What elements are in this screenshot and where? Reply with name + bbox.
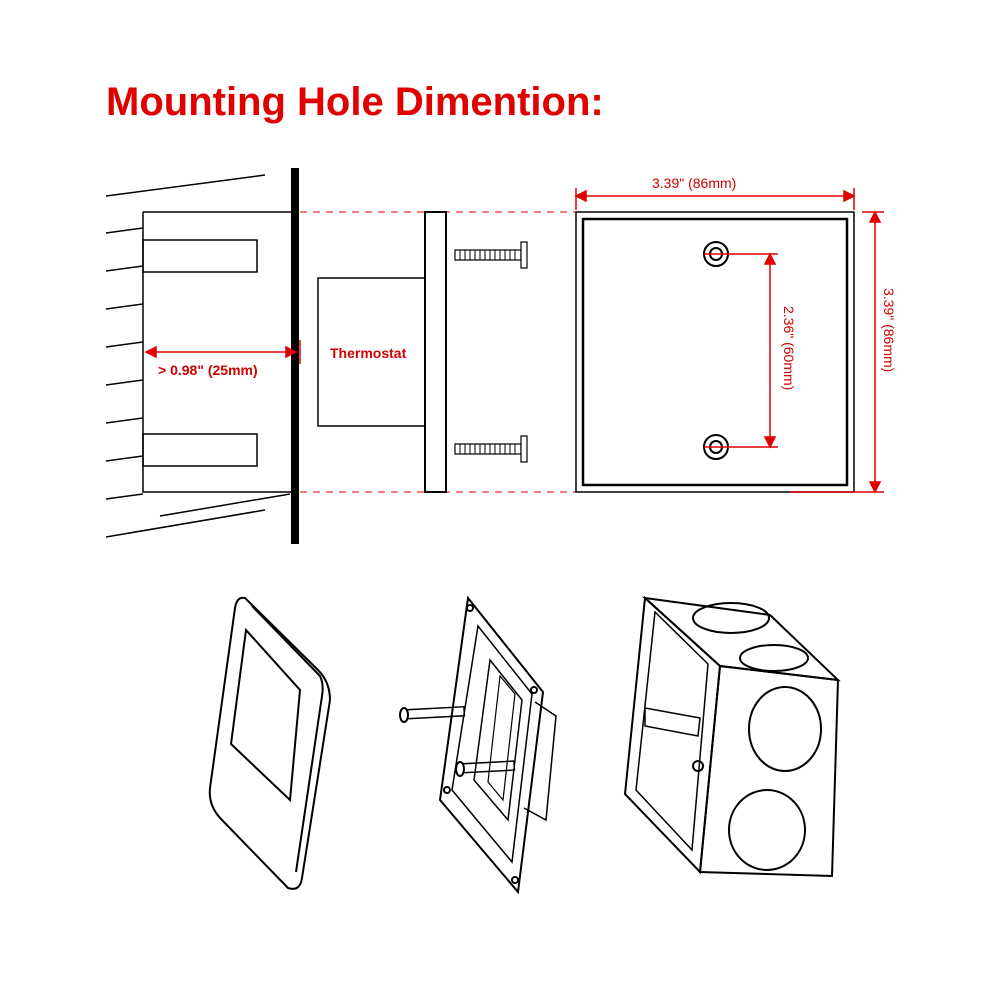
screw-icon bbox=[454, 435, 528, 463]
height-label: 3.39" (86mm) bbox=[881, 288, 897, 372]
width-label: 3.39" (86mm) bbox=[652, 175, 736, 191]
thermostat-body bbox=[317, 277, 426, 427]
front-box bbox=[575, 211, 855, 493]
screw-icon bbox=[454, 241, 528, 269]
depth-dimension bbox=[144, 340, 301, 364]
depth-label: > 0.98" (25mm) bbox=[158, 362, 258, 378]
thermostat-panel-illustration bbox=[208, 596, 332, 890]
page-title: Mounting Hole Dimention: bbox=[106, 80, 604, 124]
wall-hatching bbox=[105, 174, 291, 538]
height-dimension bbox=[790, 210, 884, 494]
mounting-bracket-illustration bbox=[399, 595, 557, 895]
width-dimension bbox=[574, 188, 856, 210]
wall-box bbox=[142, 211, 293, 493]
wall-plate bbox=[291, 168, 299, 544]
junction-box-illustration bbox=[623, 595, 841, 878]
hole-spacing-label: 2.36" (60mm) bbox=[781, 306, 797, 390]
thermostat-label: Thermostat bbox=[330, 345, 407, 361]
thermostat-faceplate bbox=[424, 211, 447, 493]
hole-spacing-dimension bbox=[704, 252, 778, 449]
guide-lines bbox=[300, 211, 576, 493]
